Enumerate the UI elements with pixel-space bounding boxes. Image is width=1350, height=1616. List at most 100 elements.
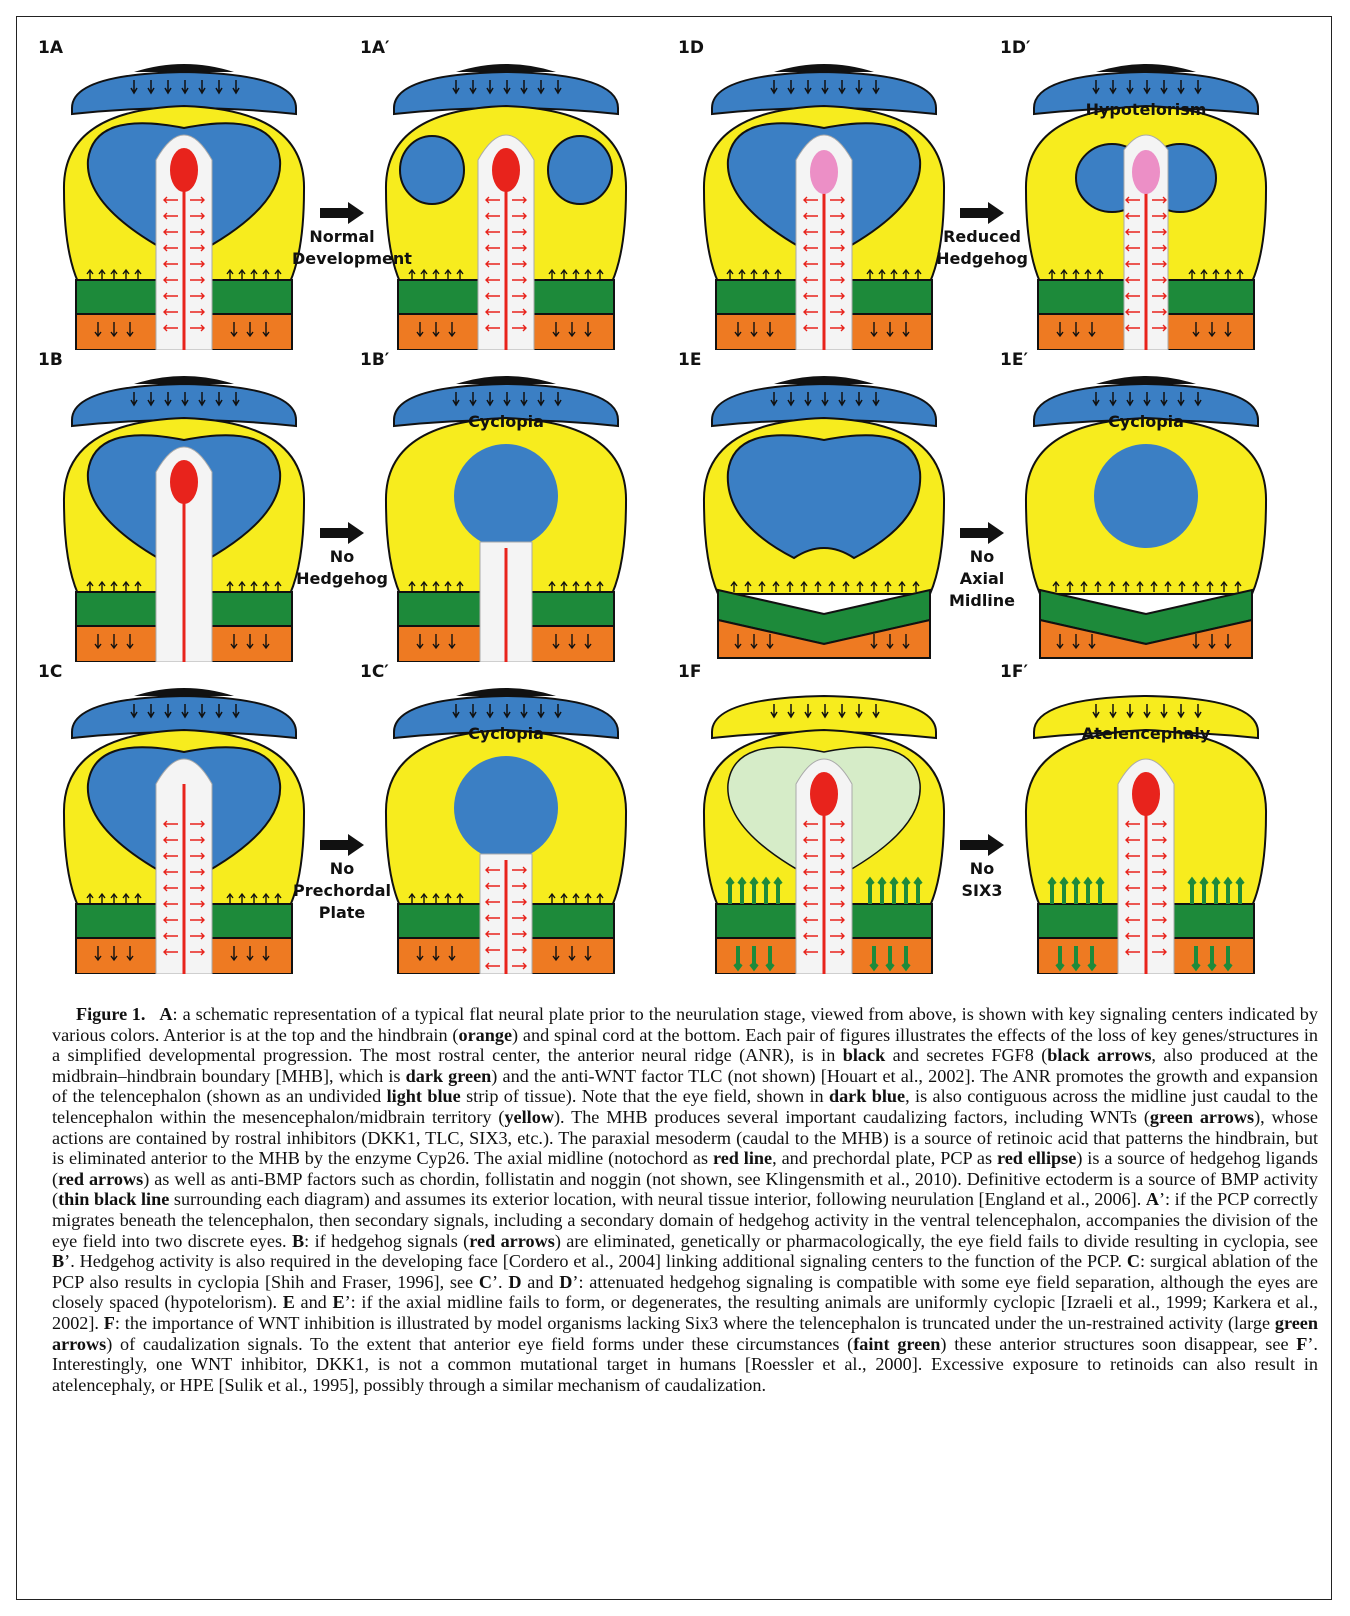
caption-emphasis: black [843, 1045, 885, 1065]
panel-diagram [1016, 674, 1276, 974]
caption-emphasis: A [159, 1004, 172, 1024]
caption-emphasis: dark blue [829, 1086, 905, 1106]
transition-arrow-icon [312, 832, 372, 858]
caption-emphasis: dark green [406, 1066, 492, 1086]
anr-ridge [774, 376, 874, 384]
anr-ridge [1096, 376, 1196, 384]
caption-text: ’. [492, 1272, 508, 1292]
panel-1e-prime: 1E′Cyclopia [1016, 358, 1276, 658]
transition-label: Reduced Hedgehog [932, 226, 1032, 270]
caption-emphasis: red ellipse [997, 1148, 1076, 1168]
cyclopic-eye [454, 444, 558, 548]
caption-text: ’. Hedgehog activity is also required in… [64, 1251, 1127, 1271]
panel-diagram [54, 50, 314, 350]
panel-diagram [694, 362, 954, 662]
figure-caption: Figure 1.A: a schematic representation o… [52, 1004, 1318, 1395]
transition-arrow-icon [952, 832, 1012, 858]
panel-label: 1E [678, 350, 701, 370]
right-eye [548, 136, 612, 204]
caption-emphasis: C [1127, 1251, 1140, 1271]
anr-ridge [1096, 64, 1196, 72]
caption-emphasis: E [332, 1292, 344, 1312]
caption-emphasis: red arrows [469, 1231, 555, 1251]
panel-inner-label: Cyclopia [416, 412, 596, 431]
panel-label: 1C [38, 662, 62, 682]
transition-d: Reduced Hedgehog [932, 200, 1032, 270]
panel-label: 1F′ [1000, 662, 1028, 682]
panel-1b-prime: 1B′Cyclopia [376, 358, 636, 658]
caption-emphasis: yellow [504, 1107, 554, 1127]
caption-emphasis: B [292, 1231, 304, 1251]
panel-1d: 1D [694, 46, 954, 346]
transition-e: No Axial Midline [932, 520, 1032, 612]
caption-text: ). The MHB produces several important ca… [554, 1107, 1150, 1127]
caption-emphasis: green arrows [1150, 1107, 1254, 1127]
caption-text: : the importance of WNT inhibition is il… [115, 1313, 1275, 1333]
anr-ridge [134, 376, 234, 384]
panel-inner-label: Cyclopia [1056, 412, 1236, 431]
anr-ridge [134, 688, 234, 696]
caption-text: ) of caudalization signals. To the exten… [106, 1334, 853, 1354]
panel-diagram [694, 50, 954, 350]
caption-emphasis: A [1146, 1189, 1159, 1209]
caption-text: , and prechordal plate, PCP as [772, 1148, 997, 1168]
transition-label: No Axial Midline [932, 546, 1032, 612]
prechordal-plate [170, 460, 198, 504]
panel-1f-prime: 1F′Atelencephaly [1016, 670, 1276, 970]
caption-emphasis: F [104, 1313, 115, 1333]
transition-arrow-icon [952, 520, 1012, 546]
panel-1f: 1F [694, 670, 954, 970]
transition-a: Normal Development [292, 200, 392, 270]
caption-text: ) are eliminated, genetically or pharmac… [555, 1231, 1318, 1251]
anr-ridge [456, 688, 556, 696]
panel-1c: 1C [54, 670, 314, 970]
panel-1d-prime: 1D′Hypotelorism [1016, 46, 1276, 346]
panel-label: 1B′ [360, 350, 389, 370]
transition-f: No SIX3 [932, 832, 1032, 902]
panel-diagram [54, 674, 314, 974]
caption-emphasis: red arrows [58, 1169, 143, 1189]
caption-emphasis: red line [713, 1148, 772, 1168]
caption-text: surrounding each diagram) and assumes it… [169, 1189, 1146, 1209]
panel-1c-prime: 1C′Cyclopia [376, 670, 636, 970]
anr-ridge [456, 64, 556, 72]
cyclopic-eye [1094, 444, 1198, 548]
transition-label: Normal Development [292, 226, 392, 270]
panel-label: 1D [678, 38, 704, 58]
caption-emphasis: D [559, 1272, 572, 1292]
panel-inner-label: Cyclopia [416, 724, 596, 743]
panel-1e: 1E [694, 358, 954, 658]
anr-ridge [456, 376, 556, 384]
caption-emphasis: D [508, 1272, 521, 1292]
caption-text: and [521, 1272, 559, 1292]
panel-label: 1E′ [1000, 350, 1028, 370]
panel-diagram [376, 50, 636, 350]
panel-diagram [376, 674, 636, 974]
caption-text: and secretes FGF8 ( [885, 1045, 1047, 1065]
transition-c: No Prechordal Plate [292, 832, 392, 924]
anr-ridge [774, 64, 874, 72]
caption-text: : if hedgehog signals ( [304, 1231, 469, 1251]
panel-diagram [694, 674, 954, 974]
transition-label: No Prechordal Plate [292, 858, 392, 924]
panel-1b: 1B [54, 358, 314, 658]
anr-ridge [134, 64, 234, 72]
caption-emphasis: B [52, 1251, 64, 1271]
caption-emphasis: faint green [853, 1334, 940, 1354]
prechordal-plate [1132, 150, 1160, 194]
panel-diagram [1016, 362, 1276, 662]
prechordal-plate [170, 148, 198, 192]
panel-label: 1A [38, 38, 63, 58]
prechordal-plate [1132, 772, 1160, 816]
panel-1a: 1A [54, 46, 314, 346]
panel-label: 1B [38, 350, 63, 370]
prechordal-plate [810, 772, 838, 816]
panel-diagram [376, 362, 636, 662]
transition-b: No Hedgehog [292, 520, 392, 590]
caption-emphasis: C [479, 1272, 492, 1292]
panel-diagram [1016, 50, 1276, 350]
transition-label: No Hedgehog [292, 546, 392, 590]
transition-label: No SIX3 [932, 858, 1032, 902]
caption-emphasis: orange [458, 1025, 512, 1045]
